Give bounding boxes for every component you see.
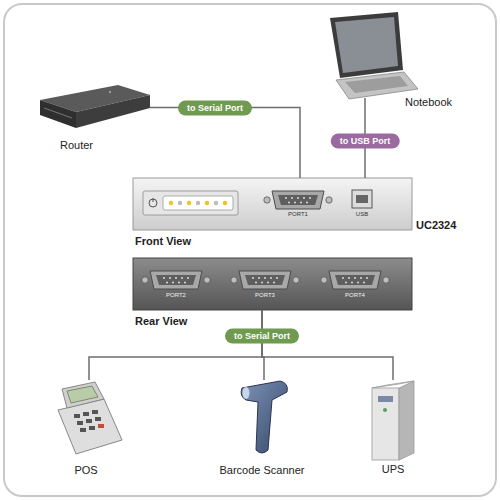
frame (4, 4, 496, 496)
rear-panel-picture (133, 258, 412, 310)
ups-node: UPS (370, 380, 416, 461)
connection-label: to Serial Port (178, 101, 252, 116)
connector-line (89, 310, 262, 380)
device-name: Router (60, 139, 93, 152)
pos-picture (58, 382, 122, 454)
front-panel-node: PORT1USBFront View (133, 178, 412, 230)
router-node: Router (38, 85, 150, 130)
ups-picture (372, 381, 414, 460)
port-name: PORT1 (288, 211, 308, 218)
model-name: UC2324 (416, 219, 456, 232)
port-name: USB (356, 211, 368, 218)
connector-line (150, 108, 300, 179)
port-name: PORT2 (166, 292, 186, 299)
connector-line (262, 310, 393, 380)
port-name: PORT4 (345, 292, 365, 299)
port-name: PORT3 (255, 292, 275, 299)
scanner-node: Barcode Scanner (238, 380, 290, 456)
router-picture (40, 85, 150, 128)
device-name: Notebook (405, 96, 452, 109)
scanner-picture (241, 381, 287, 453)
device-name: UPS (382, 463, 405, 476)
connection-label: to Serial Port (225, 329, 299, 344)
device-name: Barcode Scanner (220, 464, 305, 477)
device-name: POS (74, 464, 97, 477)
rear-panel-node: PORT2PORT3PORT4Rear View (133, 258, 412, 310)
pos-node: POS (55, 380, 123, 456)
front-panel-picture (133, 178, 412, 230)
view-name: Front View (135, 235, 191, 248)
view-name: Rear View (135, 315, 187, 328)
notebook-picture (330, 12, 418, 99)
connection-label: to USB Port (331, 134, 400, 149)
notebook-node: Notebook (328, 12, 418, 98)
